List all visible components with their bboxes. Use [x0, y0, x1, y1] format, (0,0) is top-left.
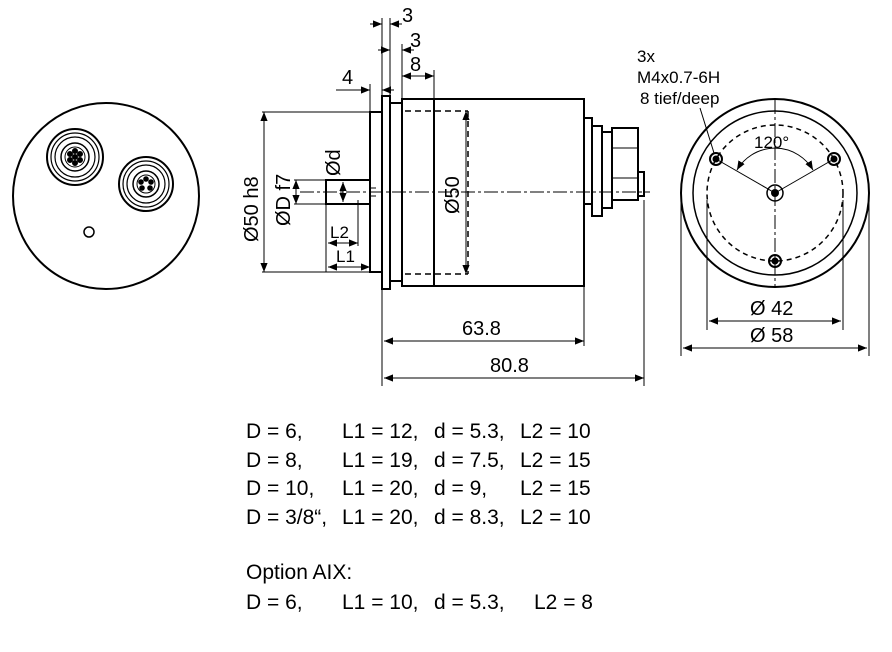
angle-120: 120°: [754, 133, 789, 152]
variant-d: d = 5.3,: [434, 420, 505, 443]
option-row: D = 6, L1 = 10, d = 5.3, L2 = 8: [246, 591, 666, 619]
dim-8: 8: [410, 54, 421, 76]
thread-count: 3x: [637, 47, 655, 66]
hole-1: [709, 152, 723, 166]
front-view: [680, 98, 870, 288]
dim-dia-d: Ød: [323, 149, 345, 176]
variant-d: d = 7.5,: [434, 448, 505, 472]
connector-side: [583, 117, 645, 217]
option-L1: L1 = 10,: [342, 591, 419, 614]
dim-4: 4: [342, 67, 353, 89]
option-D: D = 6,: [246, 591, 303, 614]
dim-L1: L1: [336, 247, 355, 266]
option-L2: L2 = 8: [534, 591, 593, 614]
dim-dia-42: Ø 42: [750, 298, 793, 320]
option-title: Option AIX:: [246, 561, 353, 584]
side-view: [300, 95, 650, 290]
dim-L2: L2: [330, 223, 349, 242]
dim-dia-58: Ø 58: [750, 325, 793, 347]
encoder-drawing: 3 3 8 4 Ø50 h8 ØD f7 Ød Ø50 L2 L1 63.8 8…: [12, 5, 870, 386]
dim-dia-Df7: ØD f7: [273, 174, 295, 226]
variant-L1: L1 = 19,: [342, 448, 419, 472]
rear-housing-outline: [12, 102, 200, 290]
dim-dia-50-inner: Ø50: [442, 176, 464, 214]
variant-d: d = 9,: [434, 477, 488, 501]
variant-L1: L1 = 20,: [342, 506, 419, 530]
variant-D: D = 3/8“,: [246, 506, 328, 530]
dim-63-8: 63.8: [462, 318, 501, 340]
option-d: d = 5.3,: [434, 591, 505, 614]
variant-D: D = 10,: [246, 477, 315, 501]
variant-L2: L2 = 15: [520, 448, 591, 472]
dim-3-second: 3: [410, 30, 421, 52]
variant-D: D = 6,: [246, 420, 303, 443]
dim-80-8: 80.8: [490, 355, 529, 377]
dim-3-top: 3: [402, 5, 413, 27]
variant-D: D = 8,: [246, 448, 303, 472]
rear-screw-hole: [83, 226, 95, 238]
variant-L2: L2 = 15: [520, 477, 591, 501]
variant-L1: L1 = 12,: [342, 420, 419, 443]
variant-d: d = 8.3,: [434, 506, 505, 530]
connector-large: [46, 128, 104, 186]
variant-L1: L1 = 20,: [342, 477, 419, 501]
thread-depth: 8 tief/deep: [640, 89, 719, 108]
hole-2: [827, 152, 841, 166]
front-dimensions: [680, 200, 870, 356]
side-dimensions: [260, 18, 645, 386]
connector-small: [118, 156, 174, 212]
variant-L2: L2 = 10: [520, 506, 591, 530]
rear-view: [12, 102, 200, 290]
dim-dia-50h8: Ø50 h8: [241, 176, 263, 242]
variant-L2: L2 = 10: [520, 420, 591, 443]
thread-spec: M4x0.7-6H: [637, 68, 720, 87]
